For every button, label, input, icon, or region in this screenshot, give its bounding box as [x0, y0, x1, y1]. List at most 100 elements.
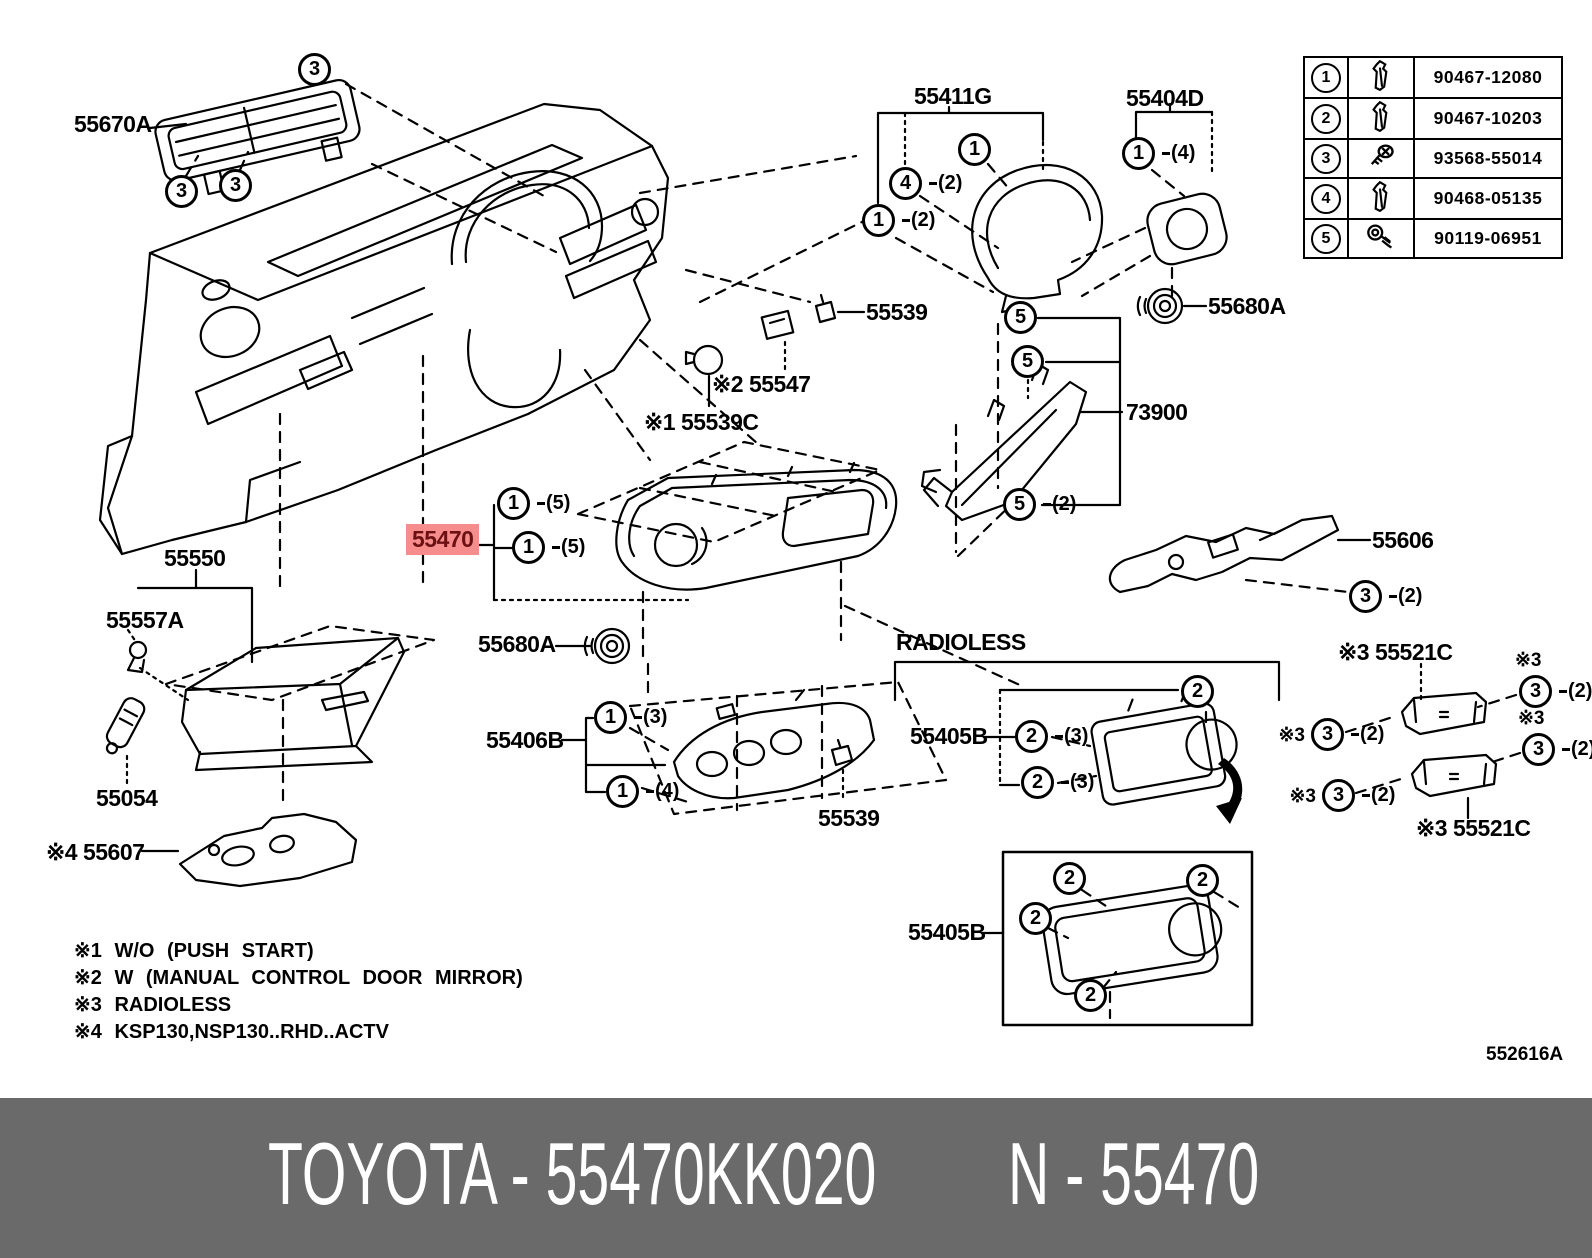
banner-figure-number: N - 55470: [1008, 1123, 1260, 1223]
part-sketch-55539-top: [760, 293, 837, 340]
callout-number: 4: [889, 167, 922, 200]
part-sketch-55550: [180, 636, 406, 772]
callout-number: 1: [497, 487, 530, 520]
fastener-part-number[interactable]: 90119-06951: [1413, 218, 1563, 259]
screw-icon: [1370, 144, 1394, 165]
callout-2: 2(3): [1021, 766, 1094, 799]
part-sketch-55404D: [1146, 192, 1228, 266]
part-sketch-55539-bottom: [830, 738, 854, 767]
callout-1: 1: [958, 133, 991, 166]
fastener-row[interactable]: 1 90467-12080: [1303, 56, 1563, 99]
fastener-callout-number: 2: [1311, 103, 1341, 134]
footnote: ※3 RADIOLESS: [74, 994, 232, 1016]
callout-quantity: (3): [634, 706, 667, 729]
part-label-55404D[interactable]: 55404D: [1126, 85, 1204, 111]
part-label-55557A[interactable]: 55557A: [106, 607, 184, 633]
fastener-part-number[interactable]: 90467-10203: [1413, 97, 1563, 140]
part-sketch-55557A: [126, 640, 148, 674]
part-label-55521C-bottom[interactable]: ※3 55521C: [1416, 815, 1531, 841]
part-sketch-55670A: [154, 78, 361, 196]
bracket-55405B-1: [982, 688, 1180, 787]
fastener-callout-number: 4: [1311, 183, 1341, 214]
part-label-55054[interactable]: 55054: [96, 785, 158, 811]
bolt-icon: [1367, 224, 1393, 249]
callout-quantity: (5): [537, 492, 570, 515]
callout-number: 3: [1322, 779, 1355, 812]
part-label-55680A-mid[interactable]: 55680A: [478, 631, 556, 657]
part-sketch-55405B-1: [1090, 689, 1238, 806]
callout-number: 5: [1003, 488, 1036, 521]
fastener-callout-number: 3: [1311, 143, 1341, 174]
callout-number: 3: [1522, 733, 1555, 766]
part-sketch-55054: [105, 697, 146, 755]
footnote: ※4 KSP130,NSP130..RHD..ACTV: [74, 1021, 389, 1043]
fastener-row[interactable]: 4 90468-05135: [1303, 177, 1563, 220]
callout-number: 2: [1186, 864, 1219, 897]
callout-number: 3: [298, 53, 331, 86]
part-label-55606[interactable]: 55606: [1372, 527, 1434, 553]
callout-3: 3(2): [1349, 580, 1422, 613]
fastener-callout-number: 1: [1311, 62, 1341, 93]
part-label-55539-bottom[interactable]: 55539: [818, 805, 880, 831]
part-sketch-55606: [1108, 514, 1340, 594]
part-label-55411G[interactable]: 55411G: [914, 83, 992, 109]
part-label-55550[interactable]: 55550: [164, 545, 226, 571]
bracket-55411G: [876, 105, 1045, 205]
clip-icon: [1372, 59, 1388, 92]
callout-quantity: (2): [1351, 723, 1384, 746]
callout-number: 2: [1074, 979, 1107, 1012]
part-label-55405B-1[interactable]: 55405B: [910, 723, 988, 749]
part-sketch-55406B: [672, 688, 876, 800]
part-label-55680A-right[interactable]: 55680A: [1208, 293, 1286, 319]
part-sketch-55547: [768, 317, 786, 325]
part-label-55607[interactable]: ※4 55607: [46, 839, 145, 865]
fastener-part-number[interactable]: 93568-55014: [1413, 138, 1563, 179]
part-label-55670A[interactable]: 55670A: [74, 111, 152, 137]
fastener-callout-number: 5: [1311, 223, 1341, 254]
callout-3: 3: [298, 53, 331, 86]
callout-number: 2: [1053, 862, 1086, 895]
part-sketch-55607: [178, 812, 358, 888]
callout-3: 3 (2) ※3: [1279, 718, 1384, 751]
callout-2: 2: [1181, 675, 1214, 708]
callout-3: 3(2)※3: [1515, 650, 1592, 708]
fastener-row[interactable]: 3 93568-55014: [1303, 138, 1563, 179]
diagram-id: 552616A: [1486, 1044, 1564, 1065]
callout-4: 4(2): [889, 167, 962, 200]
callout-footnote-mark: ※3: [1518, 708, 1545, 729]
part-label-73900[interactable]: 73900: [1126, 399, 1188, 425]
banner-part-number: TOYOTA - 55470KK020: [268, 1123, 877, 1223]
fastener-row[interactable]: 5 90119-06951: [1303, 218, 1563, 259]
fastener-part-number[interactable]: 90468-05135: [1413, 177, 1563, 220]
fastener-row[interactable]: 2 90467-10203: [1303, 97, 1563, 140]
part-sketch-55539C: [684, 344, 724, 376]
part-label-55406B[interactable]: 55406B: [486, 727, 564, 753]
callout-number: 1: [1122, 137, 1155, 170]
bracket-55404D: [1134, 102, 1214, 142]
fastener-part-number[interactable]: 90467-12080: [1413, 56, 1563, 99]
callout-number: 3: [1311, 718, 1344, 751]
callout-number: 1: [512, 531, 545, 564]
rotate-arrow: [1216, 758, 1243, 824]
callout-number: 1: [862, 204, 895, 237]
callout-2: 2: [1074, 979, 1107, 1012]
part-label-radioless[interactable]: RADIOLESS: [896, 629, 1026, 655]
part-label-55470[interactable]: 55470: [406, 524, 480, 555]
callout-footnote-mark: ※3: [1278, 725, 1306, 746]
part-label-55547[interactable]: ※2 55547: [712, 371, 811, 397]
callout-number: 1: [958, 133, 991, 166]
callout-footnote-mark: ※3: [1289, 786, 1317, 807]
group-box-55405B-2: [1001, 850, 1254, 1027]
callout-2: 2: [1019, 902, 1052, 935]
part-label-55539C[interactable]: ※1 55539C: [644, 409, 759, 435]
callout-quantity: (2): [1362, 784, 1395, 807]
part-label-55405B-2[interactable]: 55405B: [908, 919, 986, 945]
callout-1: 1 (3): [594, 701, 667, 734]
part-label-55539-top[interactable]: 55539: [866, 299, 928, 325]
part-sketch-55680A-right: [1136, 287, 1184, 325]
clip-icon: [1372, 180, 1388, 213]
callout-1: 1(4): [1122, 137, 1195, 170]
callout-number: 1: [594, 701, 627, 734]
callout-quantity: (5): [552, 536, 585, 559]
part-label-55521C-top[interactable]: ※3 55521C: [1338, 639, 1453, 665]
